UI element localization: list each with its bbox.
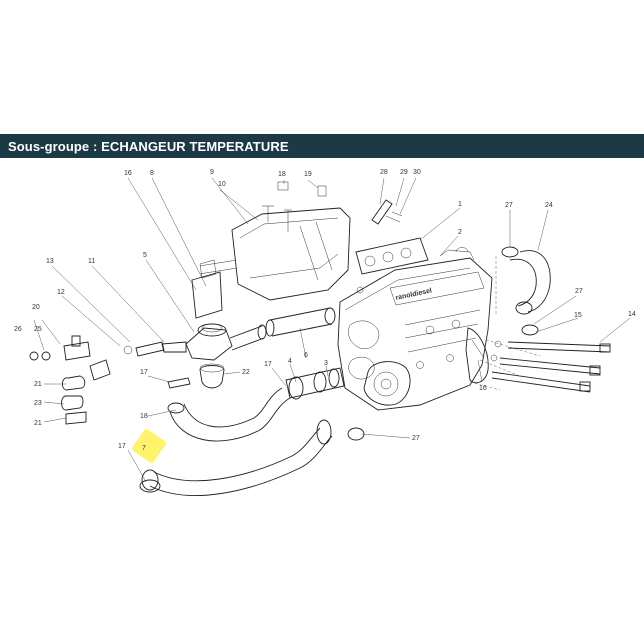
pipe-6: [265, 307, 336, 337]
bracket-28: [371, 199, 403, 225]
callout-14: 14: [628, 311, 636, 318]
callout-21-upper: 21: [34, 381, 42, 388]
subgroup-header: Sous-groupe : ECHANGEUR TEMPERATURE: [0, 134, 644, 158]
callout-17-lower: 17: [118, 443, 126, 450]
callout-12: 12: [57, 289, 65, 296]
subgroup-title: Sous-groupe : ECHANGEUR TEMPERATURE: [8, 138, 289, 154]
thermostat-housing: [185, 259, 267, 361]
callout-17-upper: 17: [140, 369, 148, 376]
assembly-lines: [469, 256, 541, 391]
callout-27-bottom: 27: [412, 435, 420, 442]
callout-21-lower: 21: [34, 420, 42, 427]
temperature-sensor: [123, 341, 187, 357]
callout-3: 3: [324, 360, 328, 367]
callout-22: 22: [242, 369, 250, 376]
thermostat-22: [199, 363, 225, 389]
callout-28: 28: [380, 169, 388, 176]
callout-5: 5: [143, 252, 147, 259]
elbow-hose-24: [509, 250, 551, 315]
callout-16: 16: [124, 170, 132, 177]
callout-18-hose: 18: [140, 413, 148, 420]
callout-4: 4: [288, 358, 292, 365]
callout-26: 26: [14, 326, 22, 333]
callout-15: 15: [574, 312, 582, 319]
water-pump: [363, 361, 411, 406]
diagram-svg: ranoldiesel: [14, 169, 636, 496]
callout-23: 23: [34, 400, 42, 407]
callout-30: 30: [413, 169, 421, 176]
callout-7-highlight: [132, 429, 166, 463]
side-bracket: [465, 327, 489, 384]
leader-lines: [33, 177, 631, 483]
long-bolts: [490, 340, 611, 393]
callout-17-mid: 17: [264, 361, 272, 368]
callout-13: 13: [46, 258, 54, 265]
exploded-parts-diagram: ranoldiesel: [0, 160, 644, 520]
heat-exchanger: [199, 181, 351, 301]
callout-11: 11: [88, 258, 95, 265]
callout-2: 2: [458, 229, 462, 236]
callout-9: 9: [210, 169, 214, 176]
hose-3-4: [285, 367, 345, 400]
callout-27-right: 27: [575, 288, 583, 295]
callout-7: 7: [142, 445, 146, 452]
hose-18: [167, 387, 291, 442]
callout-6: 6: [304, 352, 308, 359]
callout-16-right: 16: [479, 385, 487, 392]
callout-25: 25: [34, 326, 42, 333]
callout-10: 10: [218, 181, 226, 188]
hose-7: [141, 419, 333, 496]
callout-18: 18: [278, 171, 286, 178]
callout-24: 24: [545, 202, 553, 209]
callout-27-top: 27: [505, 202, 513, 209]
brand-text: ranoldiesel: [395, 287, 433, 302]
callout-1: 1: [458, 201, 462, 208]
callout-20: 20: [32, 304, 40, 311]
callout-labels: 16 8 9 10 18 19 28 29 30 1 2 27 24 13 11…: [14, 169, 636, 452]
callout-19: 19: [304, 171, 312, 178]
left-fittings: [29, 335, 111, 425]
callout-8: 8: [150, 170, 154, 177]
manifold-gasket: [355, 237, 429, 294]
callout-29: 29: [400, 169, 408, 176]
